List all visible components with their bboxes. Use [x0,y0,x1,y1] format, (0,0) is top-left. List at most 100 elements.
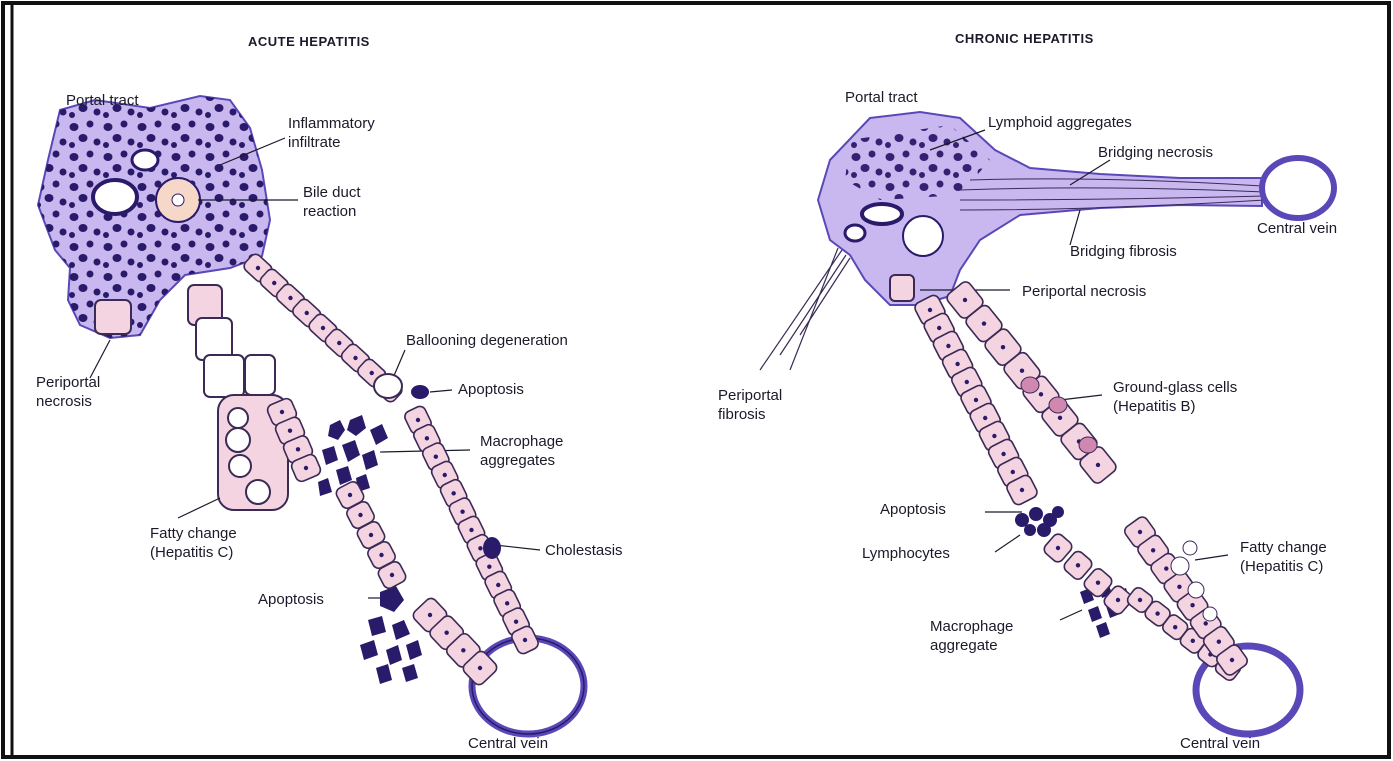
hepatocyte-nucleus [1191,639,1195,643]
acute-apoptosis-bottom-cluster [360,586,422,684]
hepatocyte-nucleus [1020,369,1024,373]
fat-vacuole [1188,582,1204,598]
hepatocyte-nucleus [1058,416,1062,420]
cholestasis-plug [483,537,501,559]
ground-glass-inclusion [1079,437,1097,453]
chronic-lymphocytes-label: Lymphocytes [862,544,950,563]
hepatocyte-nucleus [992,434,996,438]
hepatocyte-nucleus [428,613,432,617]
hepatocyte-nucleus [280,410,284,414]
ballooned-hepatocyte [374,374,402,398]
hepatocyte-nucleus [1173,625,1177,629]
hepatocyte-nucleus [1155,611,1159,615]
chronic-bridging-fibrosis-label: Bridging fibrosis [1070,242,1177,261]
hepatocyte-nucleus [369,533,373,537]
hepatocyte-nucleus [337,341,341,345]
acute-portal-tract-label: Portal tract [66,91,139,110]
hepatocyte-nucleus [304,466,308,470]
acute-ballooning-degeneration-label: Ballooning degeneration [406,331,568,350]
acute-cholestasis-label: Cholestasis [545,541,623,560]
hepatocyte-nucleus [983,416,987,420]
acute-portal-tract [38,96,270,338]
chronic-periportal-necrosis-label: Periportal necrosis [1022,282,1146,301]
hepatocyte-nucleus [505,601,509,605]
hepatocyte-nucleus [416,418,420,422]
hepatocyte-nucleus [963,298,967,302]
hepatocyte-nucleus [1138,530,1142,534]
hepatocyte-nucleus [434,454,438,458]
chronic-plate-lower-left [1042,532,1134,617]
hepatocyte-nucleus [296,447,300,451]
chronic-central-vein-top [1262,158,1334,218]
acute-title: ACUTE HEPATITIS [248,34,370,49]
hepatocyte-nucleus [965,380,969,384]
fat-vacuole [1183,541,1197,555]
hepatocyte-nucleus [461,648,465,652]
hepatocyte-nucleus [1076,563,1080,567]
hepatocyte-nucleus [496,583,500,587]
hepatocyte-nucleus [487,564,491,568]
hepatocyte-nucleus [1096,463,1100,467]
chronic-portal-vessel [862,204,902,224]
hepatocyte-nucleus [478,546,482,550]
chronic-fatty-change-label: Fatty change (Hepatitis C) [1240,538,1327,576]
fat-vacuole [1171,557,1189,575]
hepatocyte-nucleus [451,491,455,495]
chronic-macrophage-aggregate-label: Macrophage aggregate [930,617,1013,655]
hepatocyte-nucleus [1011,470,1015,474]
hepatocyte-nucleus [1164,566,1168,570]
acute-portal-vessel [93,180,137,214]
hepatocyte-nucleus [955,362,959,366]
hepatocyte-nucleus [288,296,292,300]
chronic-title: CHRONIC HEPATITIS [955,31,1094,46]
chronic-bridging-necrosis-label: Bridging necrosis [1098,143,1213,162]
hepatocyte-nucleus [1001,345,1005,349]
acute-hepatocyte-plates [188,285,288,510]
hepatocyte-nucleus [425,436,429,440]
hepatocyte-nucleus [379,553,383,557]
hepatocyte-nucleus [1096,580,1100,584]
acute-macrophage-aggregates-label: Macrophage aggregates [480,432,563,470]
hepatocyte-nucleus [937,326,941,330]
acute-apoptotic-body [411,385,429,399]
hepatocyte-nucleus [1001,452,1005,456]
hepatocyte-nucleus [1056,546,1060,550]
chronic-central-vein-bottom-label: Central vein [1180,734,1260,753]
hepatocyte-nucleus [478,666,482,670]
hepatocyte-nucleus [305,311,309,315]
hepatocyte-nucleus [1217,640,1221,644]
hepatocyte-nucleus [514,619,518,623]
acute-inflammatory-infiltrate-label: Inflammatory infiltrate [288,114,375,152]
hepatocyte-nucleus [1138,598,1142,602]
hepatocyte-nucleus [1190,603,1194,607]
hepatocyte-nucleus [353,356,357,360]
chronic-periportal-fibrosis-label: Periportal fibrosis [718,386,782,424]
acute-central-vein-label: Central vein [468,734,548,753]
hepatocyte-nucleus [1116,598,1120,602]
hepatocyte-nucleus [946,344,950,348]
hepatocyte-nucleus [928,308,932,312]
hepatocyte-nucleus [288,428,292,432]
hepatocyte-nucleus [982,321,986,325]
chronic-lymphocyte-cluster [1015,506,1064,537]
chronic-ground-glass-cells-label: Ground-glass cells (Hepatitis B) [1113,378,1237,416]
hepatocyte-nucleus [974,398,978,402]
hepatocyte-nucleus [256,266,260,270]
hepatocyte-nucleus [460,509,464,513]
hepatocyte-nucleus [523,638,527,642]
hepatocyte-nucleus [1151,548,1155,552]
hepatocyte-nucleus [390,573,394,577]
acute-periportal-necrosis-label: Periportal necrosis [36,373,100,411]
hepatocyte-nucleus [443,473,447,477]
hepatocyte-nucleus [272,281,276,285]
hepatocyte-nucleus [1204,621,1208,625]
acute-bile-duct-reaction-label: Bile duct reaction [303,183,361,221]
chronic-apoptosis-label: Apoptosis [880,500,946,519]
hepatocyte-nucleus [1177,585,1181,589]
ground-glass-inclusion [1021,377,1039,393]
acute-fatty-change-label: Fatty change (Hepatitis C) [150,524,237,562]
hepatocyte-nucleus [469,528,473,532]
ground-glass-inclusion [1049,397,1067,413]
hepatocyte-nucleus [358,513,362,517]
